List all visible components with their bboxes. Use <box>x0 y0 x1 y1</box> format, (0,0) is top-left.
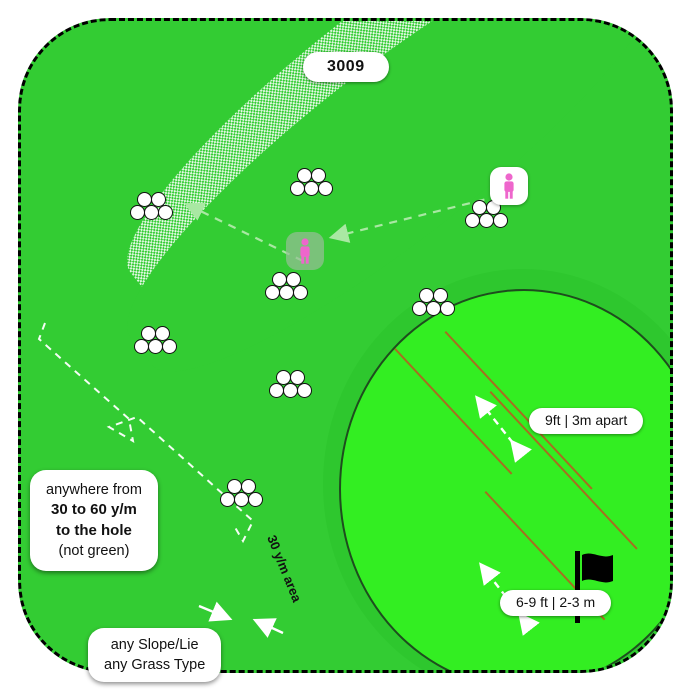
golf-ball <box>304 181 319 196</box>
golf-ball <box>220 492 235 507</box>
golf-ball <box>155 326 170 341</box>
golf-ball <box>493 213 508 228</box>
distance-note-line2: 30 to 60 y/m <box>51 501 137 518</box>
golf-ball <box>151 192 166 207</box>
golf-ball <box>241 479 256 494</box>
player-start[interactable] <box>490 167 528 205</box>
golf-ball <box>158 205 173 220</box>
surface-note-line2: any Grass Type <box>104 657 206 673</box>
surface-note-line1: any Slope/Lie <box>110 637 199 653</box>
distance-note: anywhere from 30 to 60 y/m to the hole (… <box>30 470 158 572</box>
golf-ball <box>134 339 149 354</box>
golf-ball <box>433 288 448 303</box>
golf-ball <box>412 301 427 316</box>
flag-icon <box>575 551 613 623</box>
golf-ball <box>426 301 441 316</box>
spacing-label-6-9ft: 6-9 ft | 2-3 m <box>500 590 612 616</box>
golf-ball <box>130 205 145 220</box>
golf-ball <box>440 301 455 316</box>
ball-cluster <box>133 326 177 356</box>
golf-ball <box>265 285 280 300</box>
green-streak <box>374 327 513 475</box>
golf-ball <box>297 383 312 398</box>
golf-ball <box>293 285 308 300</box>
golf-ball <box>290 370 305 385</box>
practice-field: 30 y/m area <box>18 18 673 673</box>
field-surface: 30 y/m area <box>21 21 670 670</box>
ball-cluster <box>289 168 333 198</box>
golf-ball <box>318 181 333 196</box>
golf-ball <box>311 168 326 183</box>
person-icon <box>504 173 514 199</box>
golf-ball <box>283 383 298 398</box>
golf-ball <box>234 492 249 507</box>
golf-ball <box>269 383 284 398</box>
distance-note-line4: (not green) <box>58 543 130 560</box>
ball-cluster <box>411 288 455 318</box>
golf-ball <box>290 181 305 196</box>
hole-flag <box>569 551 625 628</box>
golf-ball <box>286 272 301 287</box>
golf-ball <box>162 339 177 354</box>
golf-ball <box>479 213 494 228</box>
golf-ball <box>248 492 263 507</box>
golf-ball <box>465 213 480 228</box>
distance-note-line3: to the hole <box>56 521 132 539</box>
ball-cluster <box>264 272 308 302</box>
surface-note: any Slope/Lie any Grass Type <box>88 628 222 682</box>
ball-cluster <box>219 479 263 509</box>
golf-ball <box>279 285 294 300</box>
page-title: 3009 <box>303 52 389 82</box>
person-icon <box>300 238 310 264</box>
distance-note-line1: anywhere from <box>46 482 142 498</box>
spacing-label-9ft: 9ft | 3m apart <box>529 408 644 434</box>
player-target[interactable] <box>286 232 324 270</box>
band-label: 30 y/m area <box>264 532 305 605</box>
ball-cluster <box>129 192 173 222</box>
golf-ball <box>148 339 163 354</box>
ball-cluster <box>268 370 312 400</box>
golf-ball <box>144 205 159 220</box>
